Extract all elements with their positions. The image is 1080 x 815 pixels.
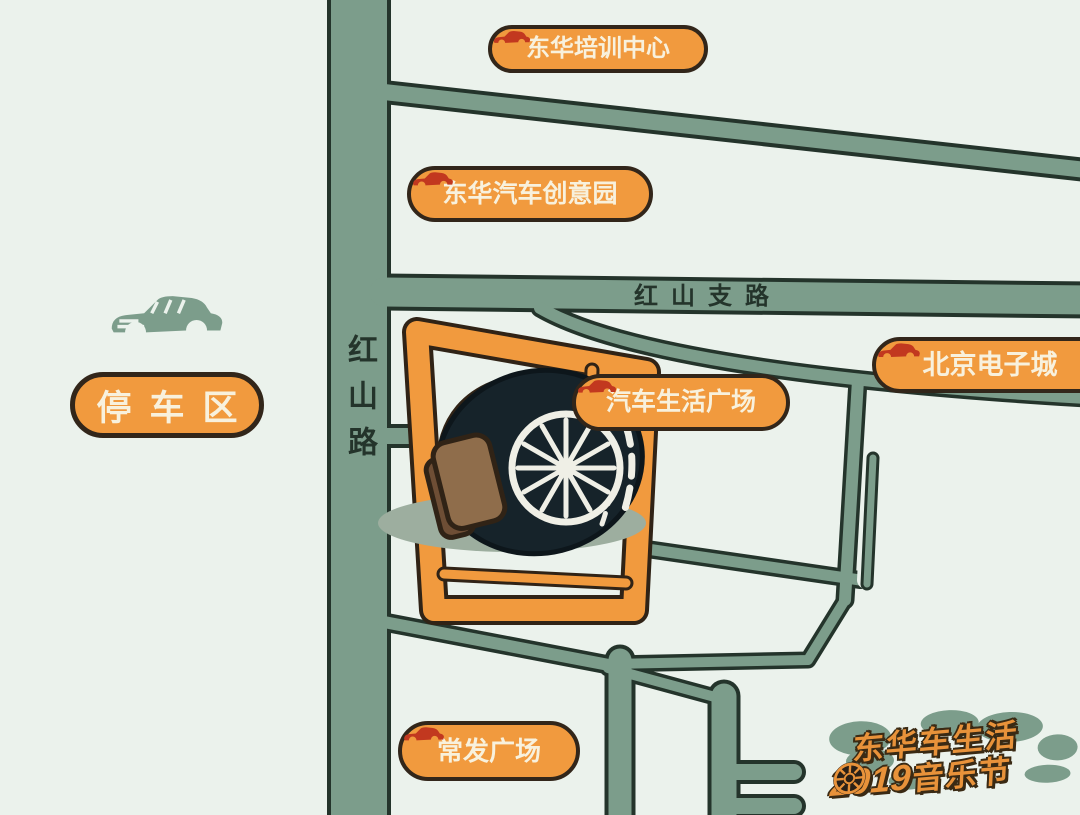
logo-festival-text: 音乐节 [911,753,1013,797]
vertical-road-label: 红山路 [343,334,376,472]
poi-label: 汽车生活广场 [605,388,756,416]
poi-pill-creative-park: 东华汽车创意园 [407,166,653,222]
car-icon [413,172,453,186]
tire-headphones-illustration [423,367,645,557]
poi-pill-auto-life-plaza: 汽车生活广场 [572,374,790,431]
car-icon [878,343,920,358]
poi-pill-beijing-electronics: 北京电子城 [872,337,1080,393]
wheel-rim [508,410,624,526]
poi-label: 常发广场 [436,736,541,766]
logo-line2: 2019 音乐节 [829,745,1013,806]
left-ear-cup [423,432,508,540]
road-ramp [857,451,881,591]
car-icon [493,31,531,43]
poi-label: 北京电子城 [922,349,1058,380]
poi-label: 东华培训中心 [526,35,670,62]
branch-road-label: 红山支路 [634,283,782,310]
poi-label: 东华汽车创意园 [442,179,618,208]
road-fills [331,0,1080,815]
parking-area-pill: 停车区 [70,372,264,438]
logo-tire-icon [833,762,866,795]
car-icon [577,380,617,393]
festival-logo: 东华车生活 2019 音乐节 [824,706,1080,815]
parking-car-icon [111,296,223,333]
bush-shape [1024,763,1071,784]
poi-pill-training-center: 东华培训中心 [488,25,708,73]
bush-shape [1037,733,1079,762]
poi-pill-changfa-plaza: 常发广场 [398,721,580,781]
parking-area-label: 停车区 [96,388,256,428]
car-icon [404,727,444,741]
